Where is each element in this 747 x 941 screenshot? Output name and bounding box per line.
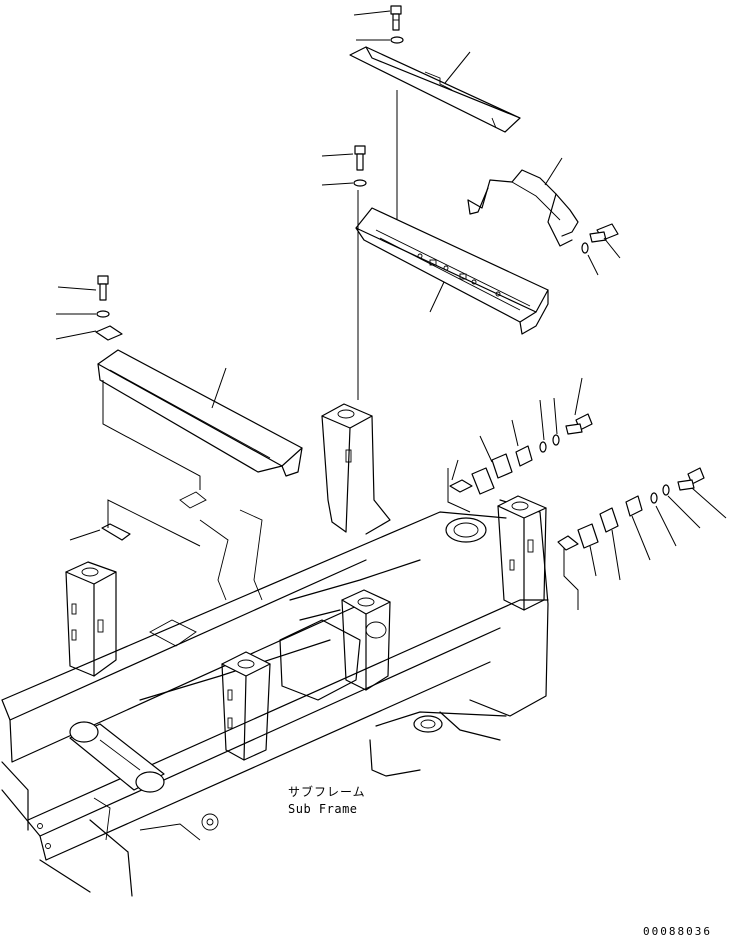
left-plate — [95, 325, 123, 341]
top-bolt — [390, 5, 402, 31]
caption-japanese: サブフレーム — [288, 785, 366, 799]
post-left — [65, 561, 117, 677]
left-beam — [97, 349, 303, 477]
post-upper — [321, 403, 391, 535]
post-center — [341, 589, 391, 691]
shim-stack-upper — [449, 413, 593, 495]
left-washer — [96, 310, 110, 318]
post-right — [497, 495, 547, 611]
left-bolt — [97, 275, 109, 301]
post-center-front — [221, 651, 271, 761]
middle-bolt — [354, 145, 366, 171]
top-washer — [390, 36, 404, 44]
top-cover-plate — [349, 46, 521, 133]
front-details — [37, 797, 219, 849]
figure-code: 00088036 — [643, 925, 712, 938]
middle-washer — [353, 179, 367, 187]
bracket-bolt — [589, 223, 619, 243]
cross-beam — [355, 207, 549, 335]
bracket — [467, 169, 579, 247]
shim-stack-lower — [557, 467, 705, 551]
small-clip — [101, 523, 131, 541]
caption-english: Sub Frame — [288, 802, 358, 816]
bracket-washer — [581, 242, 589, 254]
sub-frame — [1, 491, 549, 897]
